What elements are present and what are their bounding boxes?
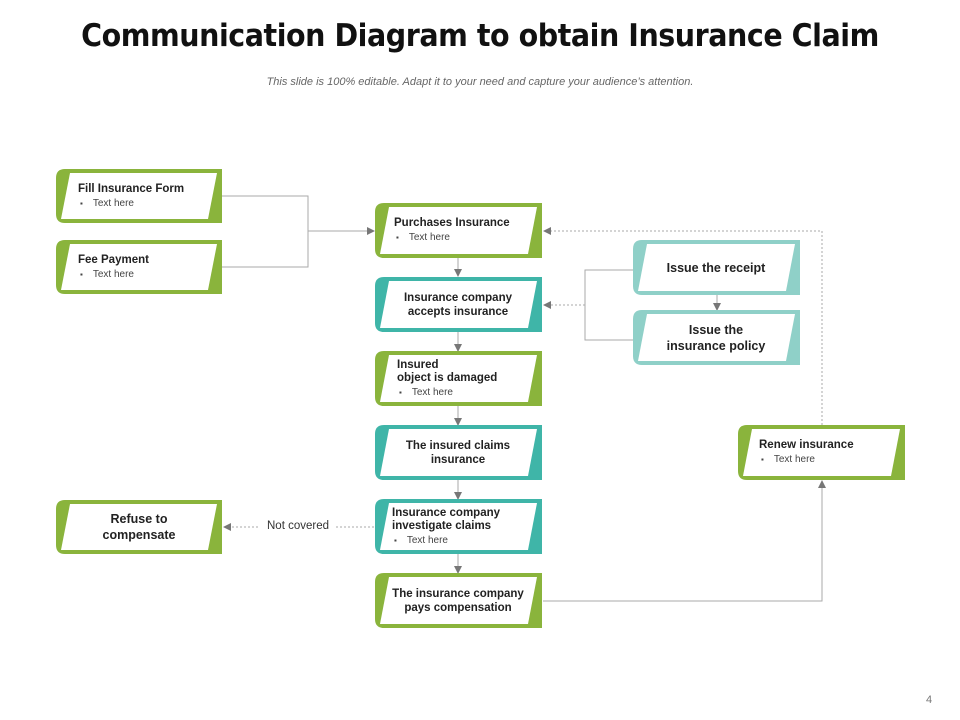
node-label: Fee Payment	[78, 253, 149, 266]
node-pays-compensation: The insurance company pays compensation	[375, 573, 542, 628]
node-bullet: Text here	[78, 268, 212, 282]
node-label-line2: accepts insurance	[407, 305, 509, 318]
node-label-line2: pays compensation	[404, 601, 512, 614]
node-renew-insurance: Renew insurance Text here	[738, 425, 905, 480]
node-label-line1: The insurance company	[392, 587, 524, 600]
node-label-line2: investigate claims	[392, 519, 492, 532]
node-fee-payment: Fee Payment Text here	[56, 240, 222, 294]
node-claims-insurance: The insured claims insurance	[375, 425, 542, 480]
node-label-line1: Insurance company	[403, 291, 512, 304]
node-bullet: Text here	[394, 231, 532, 245]
page-title: Communication Diagram to obtain Insuranc…	[81, 18, 879, 54]
node-bullet: Text here	[397, 386, 531, 399]
node-fill-insurance-form: Fill Insurance Form Text here	[56, 169, 222, 223]
node-bullet: Text here	[759, 453, 895, 467]
page-number: 4	[926, 694, 933, 706]
node-label: Issue the receipt	[666, 260, 766, 275]
node-issue-policy: Issue the insurance policy	[633, 310, 800, 365]
node-label-line2: compensate	[102, 528, 176, 542]
node-label-line1: Issue the	[688, 322, 744, 337]
node-label-line2: insurance policy	[666, 338, 766, 353]
node-issue-receipt: Issue the receipt	[633, 240, 800, 295]
node-label: Renew insurance	[759, 439, 854, 451]
node-purchases-insurance: Purchases Insurance Text here	[375, 203, 542, 258]
node-accepts-insurance: Insurance company accepts insurance	[375, 277, 542, 332]
node-label-line1: Insured	[397, 358, 439, 371]
node-refuse-compensate: Refuse to compensate	[56, 500, 222, 554]
node-bullet: Text here	[392, 534, 531, 547]
node-label-line2: insurance	[430, 453, 486, 466]
node-label-line1: Refuse to	[110, 512, 168, 526]
node-label-line1: The insured claims	[405, 439, 511, 452]
page-subtitle: This slide is 100% editable. Adapt it to…	[266, 76, 694, 88]
edge-pays-to-renew	[543, 480, 826, 602]
edge-renew-to-purchases	[543, 227, 823, 425]
edge-label-not-covered: Not covered	[267, 520, 330, 532]
node-object-damaged: Insured object is damaged Text here	[375, 351, 542, 406]
node-label: Fill Insurance Form	[78, 182, 185, 195]
node-investigate-claims: Insurance company investigate claims Tex…	[375, 499, 542, 554]
node-label-line1: Insurance company	[392, 506, 501, 519]
edge-fill-form-to-merge	[222, 195, 309, 268]
node-label: Purchases Insurance	[394, 217, 510, 229]
node-label-line2: object is damaged	[397, 371, 498, 384]
edge-receipt-policy-bracket	[584, 269, 633, 341]
node-bullet: Text here	[78, 197, 212, 211]
